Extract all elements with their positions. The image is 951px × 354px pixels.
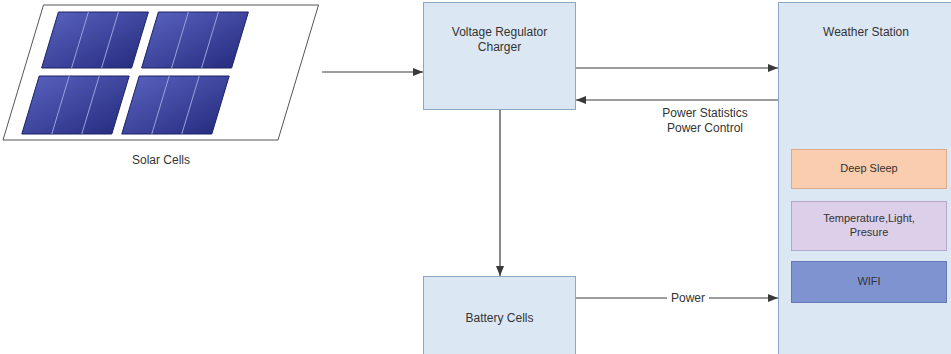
solar-cell: [42, 12, 149, 68]
process-box: Voltage Regulator Charger: [423, 2, 576, 110]
sensor-box: Temperature,Light, Presure: [791, 201, 947, 251]
node-label: Temperature,Light, Presure: [807, 212, 931, 240]
node-label: Battery Cells: [435, 311, 565, 326]
node-label: Deep Sleep: [799, 162, 939, 176]
solar-cell: [122, 76, 229, 134]
edge-label: Power: [667, 291, 709, 306]
node-label: Voltage Regulator Charger: [444, 25, 556, 55]
wifi-box: WIFI: [791, 261, 947, 303]
arrow-connector: [576, 67, 778, 68]
station-box: Weather StationDeep SleepTemperature,Lig…: [778, 2, 951, 354]
solar-cell: [22, 76, 129, 134]
arrow-connector: [499, 110, 500, 276]
process-box: Battery Cells: [423, 276, 576, 354]
node-label: WIFI: [799, 275, 939, 289]
node-label: Weather Station: [791, 25, 941, 40]
edge-label: Power Statistics Power Control: [649, 106, 761, 136]
solar-panel-illustration: [0, 0, 330, 150]
cell-busbars: [52, 12, 219, 134]
solar-cells: Solar Cells: [0, 0, 322, 175]
mode-box: Deep Sleep: [791, 149, 947, 189]
node-label: Solar Cells: [86, 153, 236, 168]
solar-cell: [142, 12, 249, 68]
panel-frame: [3, 5, 319, 140]
arrow-connector: [322, 71, 423, 72]
arrow-connector: [576, 99, 778, 100]
